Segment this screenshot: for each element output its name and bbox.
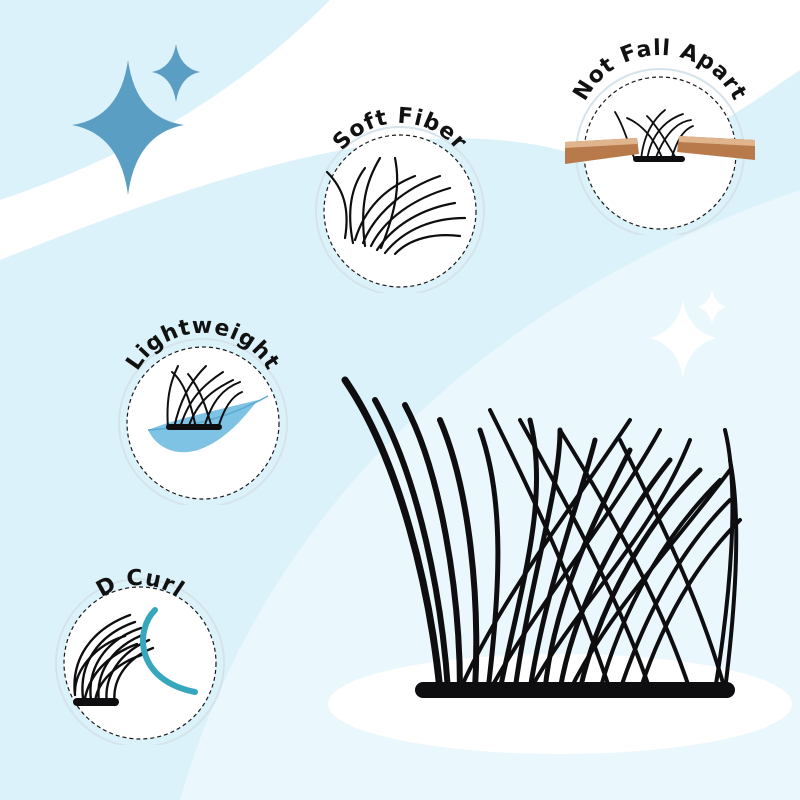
d-curl-badge: D Curl (55, 566, 225, 745)
feature-soft-fiber: Soft Fiber (305, 88, 495, 293)
d-curl-icon (73, 607, 198, 707)
sparkle-small-white (698, 290, 726, 324)
soft-fiber-icon (325, 156, 467, 256)
feature-not-fall-apart: Not Fall Apart (565, 30, 755, 235)
tweezers-icon (565, 109, 755, 164)
feature-lightweight: Lightweight (108, 300, 298, 505)
lightweight-badge: Lightweight (118, 314, 288, 505)
lash-cluster-icon (341, 376, 742, 698)
product-base-glow (328, 654, 792, 754)
background-wave-top (0, 0, 330, 200)
background-wave-inner (180, 190, 800, 800)
small-lash-icon (166, 365, 243, 429)
sparkle-large-blue (72, 60, 184, 195)
feature-d-curl: D Curl (45, 540, 235, 745)
not-fall-apart-badge: Not Fall Apart (565, 36, 755, 235)
sparkle-small-blue (152, 44, 200, 102)
sparkle-large-white (650, 300, 716, 378)
soft-fiber-badge: Soft Fiber (315, 104, 485, 293)
